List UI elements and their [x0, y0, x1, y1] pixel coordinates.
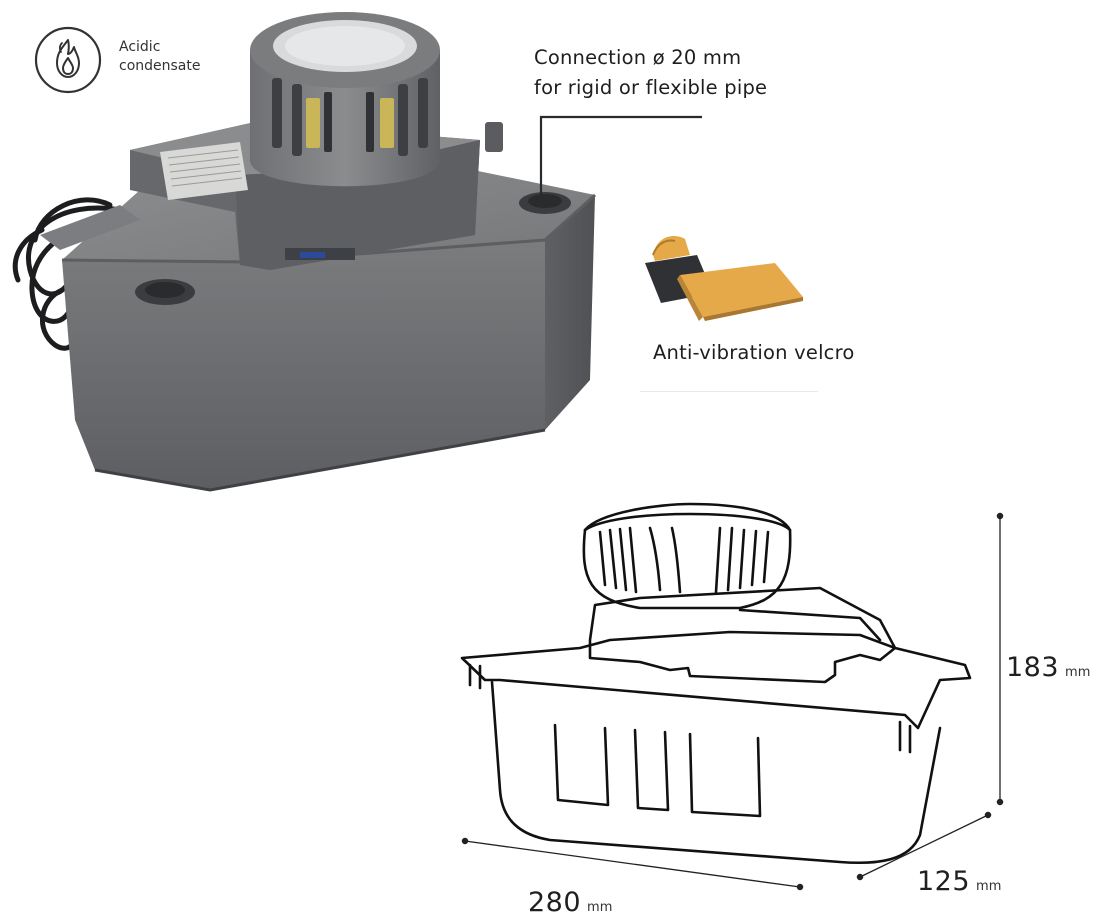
flame-icon [34, 26, 102, 94]
dimension-height: 183 mm [1006, 652, 1090, 683]
dimension-width: 280 mm [528, 887, 612, 918]
badge-label-line1: Acidic [119, 39, 161, 55]
dimension-depth-value: 125 [917, 866, 971, 897]
dimension-height-value: 183 [1006, 652, 1060, 683]
badge-label-line2: condensate [119, 58, 201, 74]
velcro-caption: Anti-vibration velcro [653, 341, 855, 364]
velcro-divider [640, 391, 818, 392]
connection-line1: Connection ø 20 mm [534, 46, 742, 69]
pump-photo [12, 12, 597, 492]
badge-label: Acidic condensate [119, 38, 200, 76]
dimension-depth-unit: mm [976, 879, 1002, 894]
connection-callout: Connection ø 20 mm for rigid or flexible… [534, 43, 767, 103]
dimension-drawing [460, 502, 1004, 891]
dimension-width-unit: mm [587, 900, 613, 915]
velcro-photo [645, 236, 803, 321]
dimension-depth: 125 mm [917, 866, 1001, 897]
dimension-width-value: 280 [528, 887, 582, 918]
dimension-height-unit: mm [1065, 665, 1091, 680]
connection-line2: for rigid or flexible pipe [534, 76, 768, 99]
connection-leader-line [539, 115, 702, 196]
